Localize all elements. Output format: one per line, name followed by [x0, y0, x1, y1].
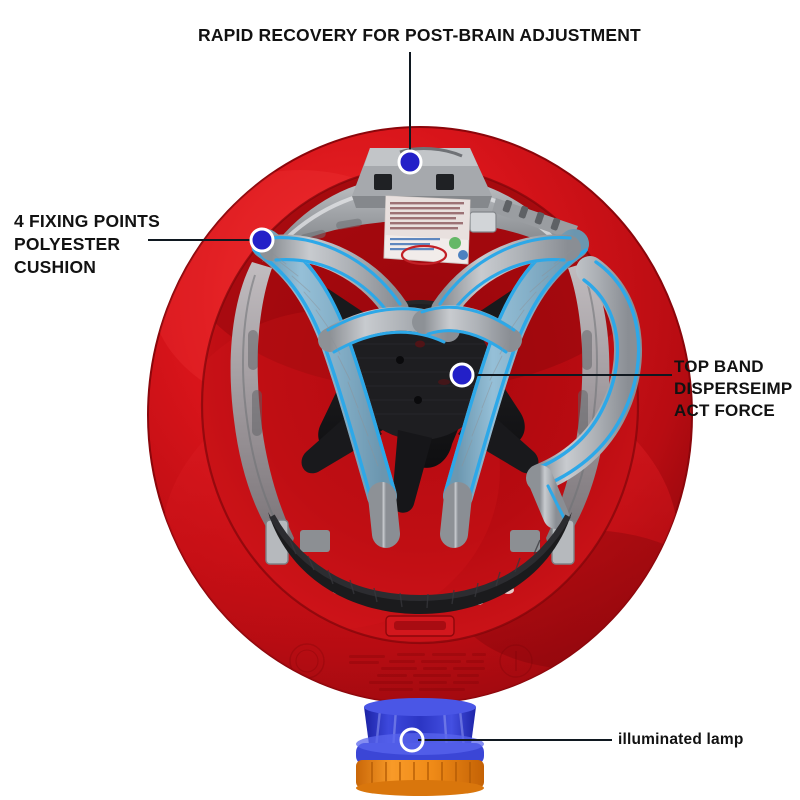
marker-dot-rapid-recovery: [397, 149, 423, 175]
ratchet-teeth: [469, 198, 578, 240]
polyester-webbing-straps: [251, 229, 643, 548]
callout-label-illuminated-lamp: illuminated lamp: [618, 731, 744, 748]
callout-leader-lines: [148, 52, 672, 741]
marker-dot-top-band: [449, 362, 475, 388]
chin-strap-clip: [385, 615, 455, 637]
product-label: [383, 195, 471, 266]
foam-sweatband: [268, 512, 572, 614]
callout-label-top-band: TOP BAND DISPERSEIMP ACT FORCE: [674, 357, 793, 420]
callout-markers: [249, 149, 475, 753]
molded-text: [289, 643, 533, 691]
callout-label-rapid-recovery: RAPID RECOVERY FOR POST-BRAIN ADJUSTMENT: [198, 25, 641, 45]
illuminated-lamp[interactable]: [356, 698, 484, 796]
callout-label-fixing-points: 4 FIXING POINTS POLYESTER CUSHION: [14, 211, 160, 277]
marker-ring-illuminated-lamp: [399, 727, 425, 753]
marker-dot-fixing-points: [249, 227, 275, 253]
